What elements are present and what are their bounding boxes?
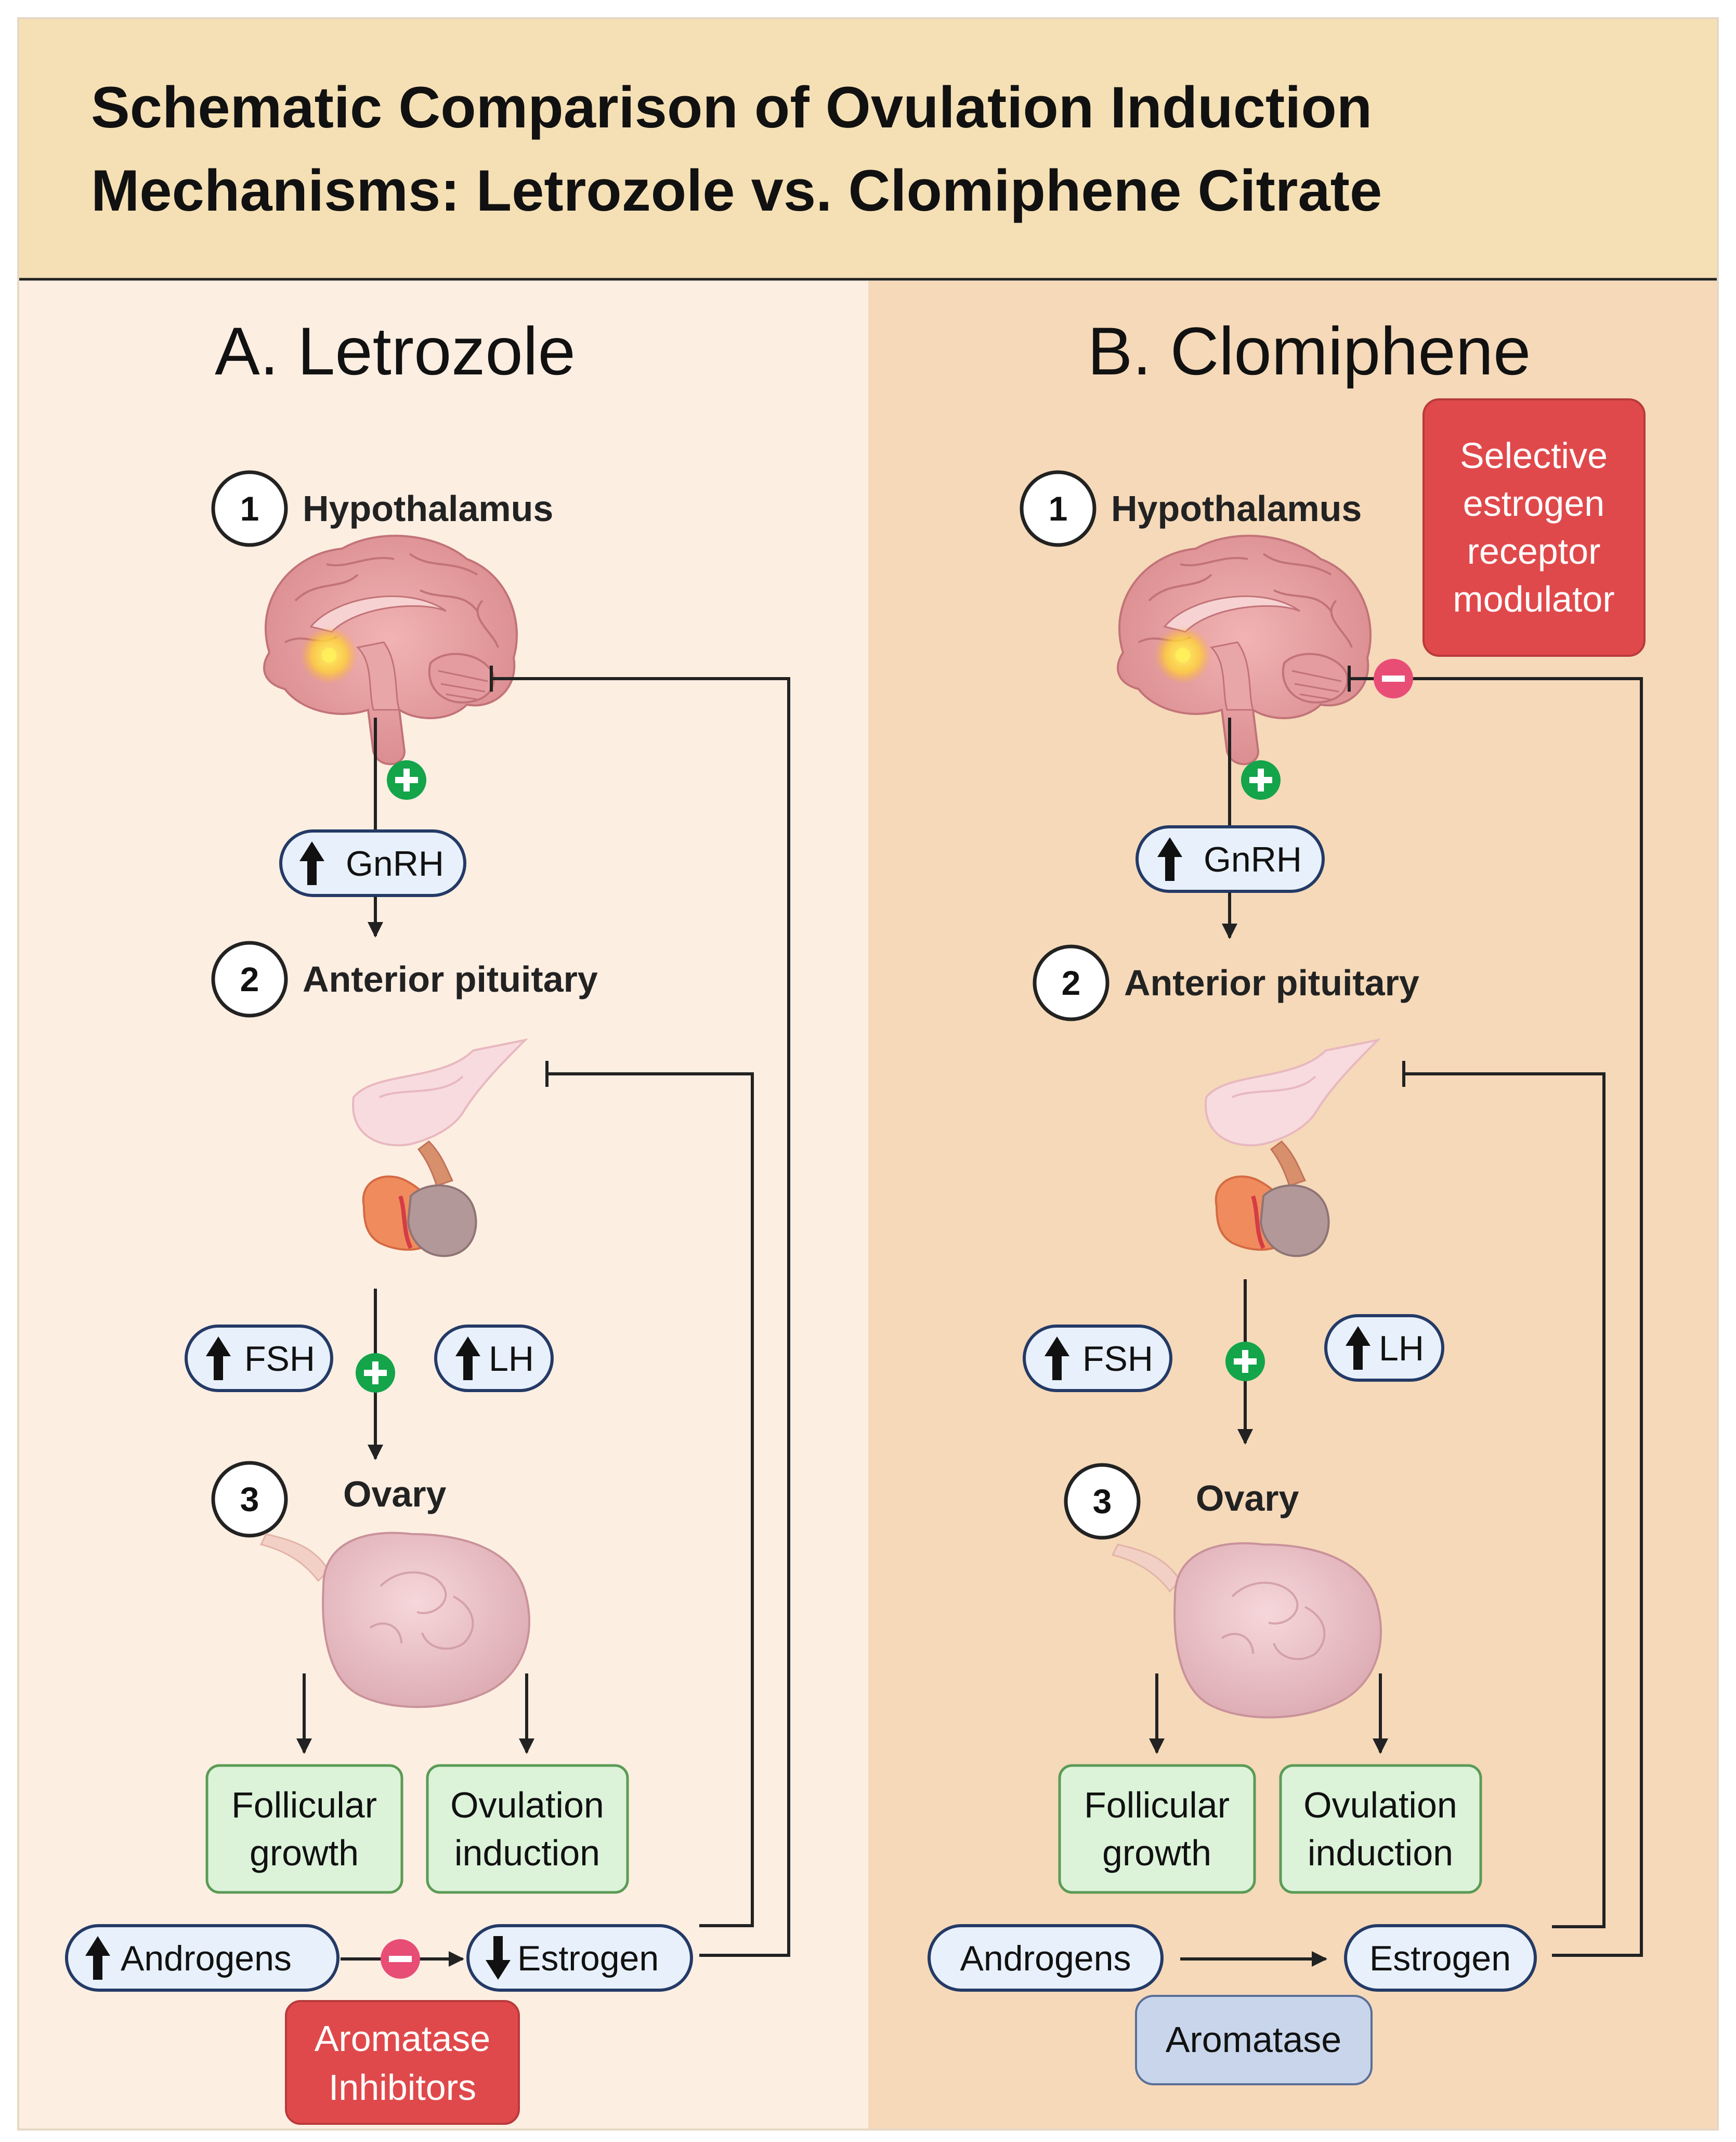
aromatase-inhibitors-line-2: Inhibitors	[329, 2067, 476, 2108]
serm-line-2: estrogen	[1463, 483, 1604, 524]
follicular-growth-box	[1058, 1764, 1256, 1894]
ovulation-induction-line-1: Ovulation	[1303, 1785, 1457, 1825]
step-3-circle	[211, 1461, 288, 1538]
ovulation-induction-box	[426, 1764, 629, 1894]
serm-box	[1422, 398, 1646, 657]
panel-a: A. Letrozole 1 Hypothalamus GnRH 2 Anter…	[65, 313, 790, 2125]
anterior-pituitary-label: Anterior pituitary	[303, 959, 598, 999]
step-3-circle	[1064, 1463, 1141, 1540]
step-1-number: 1	[1049, 489, 1068, 528]
plus-icon	[1225, 1342, 1265, 1381]
follicular-growth-line-2: growth	[250, 1833, 359, 1873]
estrogen-label: Estrogen	[517, 1939, 659, 1978]
plus-icon	[387, 760, 426, 800]
aromatase-inhibitors-line-1: Aromatase	[315, 2018, 490, 2059]
aromatase-label: Aromatase	[1166, 2019, 1341, 2060]
gnrh-label: GnRH	[1204, 840, 1302, 879]
gnrh-label: GnRH	[346, 844, 444, 884]
figure-title-line-2: Mechanisms: Letrozole vs. Clomiphene Cit…	[91, 158, 1382, 223]
estrogen-feedback-hypothalamus	[491, 677, 790, 1957]
panel-b-title: B. Clomiphene	[1088, 313, 1531, 389]
plus-icon	[1241, 760, 1281, 800]
header-band	[18, 18, 1718, 278]
step-1-circle	[1020, 470, 1097, 547]
step-2-circle	[1033, 944, 1110, 1021]
ovary-label: Ovary	[1196, 1478, 1299, 1518]
androgens-label: Androgens	[960, 1939, 1131, 1978]
step-3-number: 3	[240, 1480, 259, 1518]
estrogen-feedback-pituitary	[1404, 1072, 1606, 1928]
step-1-circle	[211, 470, 288, 547]
estrogen-label: Estrogen	[1369, 1939, 1511, 1978]
panel-b: B. Clomiphene Selective estrogen recepto…	[928, 313, 1646, 2085]
aromatase-box	[1135, 1995, 1373, 2085]
serm-line-3: receptor	[1467, 531, 1601, 572]
ovulation-induction-line-2: induction	[1308, 1833, 1453, 1873]
estrogen-feedback-pituitary	[547, 1072, 754, 1927]
follicular-growth-line-1: Follicular	[231, 1785, 377, 1825]
estrogen-feedback-hypothalamus	[1349, 677, 1643, 1957]
fsh-label: FSH	[1082, 1339, 1153, 1379]
follicular-growth-line-1: Follicular	[1084, 1785, 1230, 1825]
serm-line-4: modulator	[1453, 579, 1614, 619]
minus-icon	[381, 1939, 420, 1979]
follicular-growth-box	[205, 1764, 403, 1894]
anterior-pituitary-label: Anterior pituitary	[1124, 963, 1419, 1003]
androgens-pill	[928, 1924, 1164, 1992]
step-2-number: 2	[1062, 964, 1081, 1002]
plus-icon	[356, 1353, 395, 1393]
step-2-circle	[211, 941, 288, 1018]
gnrh-pill	[1135, 825, 1325, 893]
step-1-number: 1	[240, 489, 259, 528]
ovulation-induction-line-1: Ovulation	[450, 1785, 604, 1825]
androgens-pill	[65, 1924, 340, 1992]
step-2-number: 2	[240, 960, 259, 998]
panel-a-title: A. Letrozole	[215, 313, 576, 389]
androgens-label: Androgens	[121, 1939, 292, 1978]
figure-title-line-1: Schematic Comparison of Ovulation Induct…	[91, 75, 1372, 140]
ovary-label: Ovary	[343, 1474, 447, 1514]
follicular-growth-line-2: growth	[1102, 1833, 1211, 1873]
ovulation-induction-box	[1279, 1764, 1482, 1894]
gnrh-pill	[279, 829, 466, 897]
minus-icon	[1374, 659, 1413, 698]
figure-frame	[17, 17, 1719, 2131]
hypothalamus-label: Hypothalamus	[303, 488, 553, 529]
estrogen-pill	[466, 1924, 693, 1992]
hypothalamus-label: Hypothalamus	[1111, 488, 1362, 529]
ovulation-induction-line-2: induction	[454, 1833, 600, 1873]
serm-line-1: Selective	[1460, 435, 1608, 476]
lh-label: LH	[1379, 1329, 1424, 1368]
step-3-number: 3	[1093, 1482, 1112, 1521]
estrogen-pill	[1344, 1924, 1537, 1992]
lh-label: LH	[489, 1339, 534, 1379]
aromatase-inhibitors-box	[285, 2000, 520, 2125]
fsh-label: FSH	[244, 1339, 315, 1379]
